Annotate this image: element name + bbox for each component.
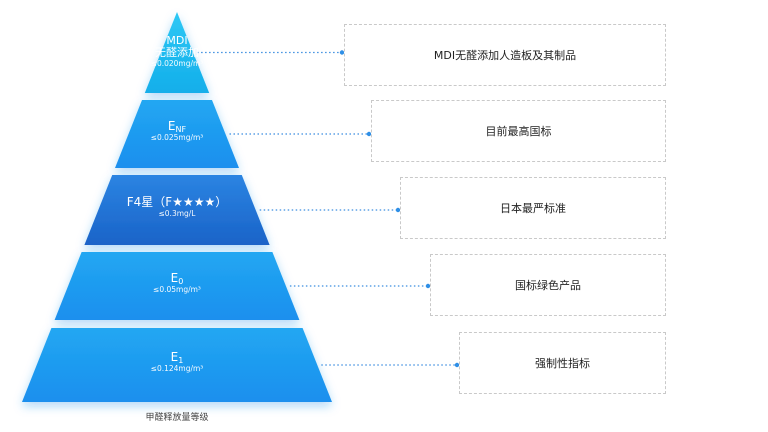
description-text: 日本最严标准 [500,202,566,215]
tier-label-4: E0≤0.05mg/m³ [0,271,354,295]
tier-label-3: F4星（F★★★★）≤0.3mg/L [0,195,354,218]
tier-limit: ≤0.3mg/L [158,208,196,218]
pyramid-tier-5 [22,328,332,402]
connector-dot-4 [425,283,431,289]
description-box-2: 目前最高国标 [371,100,666,162]
tier-grade-symbol: E [170,271,179,285]
tier-grade-symbol: E [167,119,176,133]
tier-grade: ENF [0,119,354,134]
description-text: 国标绿色产品 [515,279,581,292]
tier-label-2: ENF≤0.025mg/m³ [0,119,354,143]
tier-grade-subscript: NF [175,125,187,134]
tier-limit: ≤0.124mg/m³ [150,364,204,374]
tier-grade: E0 [0,271,354,286]
tier-limit: ≤0.025mg/m³ [150,133,204,143]
tier-limit: ≤0.020mg/m³ [150,58,204,68]
tier-name: MDI [166,33,188,47]
connector-dot-5 [454,362,460,368]
tier-name: F4星（F★★★★） [126,195,228,209]
pyramid-tier-1 [144,12,210,93]
connector-dot-1 [339,50,345,55]
description-box-3: 日本最严标准 [400,177,666,239]
pyramid-tier-4 [54,252,300,320]
tier-name-line2: 无醛添加 [155,46,199,60]
description-box-5: 强制性指标 [459,332,666,394]
description-text: 强制性指标 [535,357,590,370]
tier-grade-symbol: E [170,350,179,364]
description-text: MDI无醛添加人造板及其制品 [433,49,577,62]
pyramid-tier-3 [84,175,270,245]
pyramid-tier-2 [115,100,239,168]
description-text: 目前最高国标 [485,125,552,138]
pyramid-caption: 甲醛释放量等级 [145,413,209,423]
tier-grade: E1 [0,350,354,365]
tier-grade-subscript: 1 [178,356,184,365]
tier-label-5: E1≤0.124mg/m³ [0,350,354,374]
tier-grade-subscript: 0 [178,277,184,286]
description-box-1: MDI无醛添加人造板及其制品 [344,24,666,86]
connector-dot-2 [366,131,372,137]
description-box-4: 国标绿色产品 [430,254,666,316]
tier-limit: ≤0.05mg/m³ [153,285,201,295]
connector-dot-3 [395,207,401,213]
